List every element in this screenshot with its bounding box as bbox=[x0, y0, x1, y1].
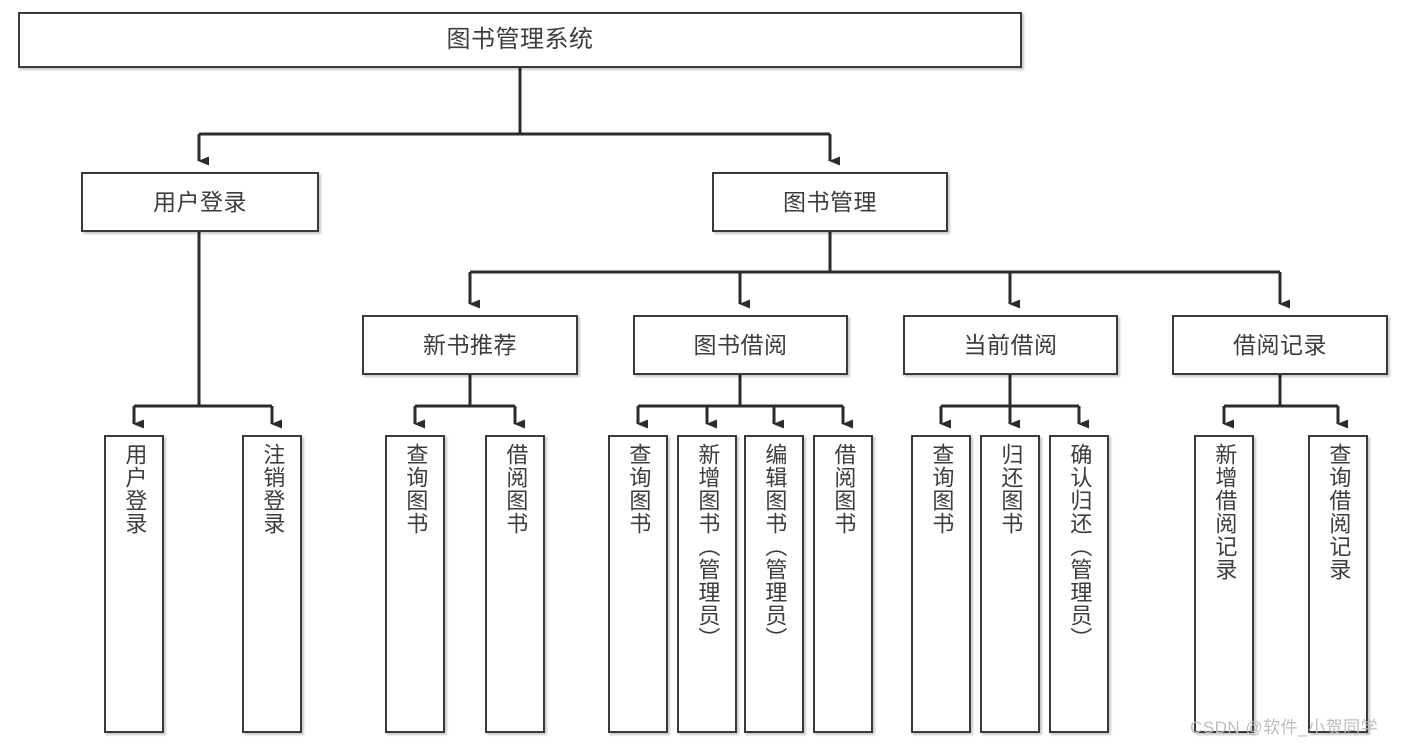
node-label: 借阅图书 bbox=[503, 443, 529, 535]
node-borrow-record[interactable]: 借阅记录 bbox=[1172, 315, 1388, 375]
leaf-return-book[interactable]: 归还图书 bbox=[980, 435, 1040, 733]
node-label: 确认归还（管理员） bbox=[1067, 443, 1093, 650]
node-label: 新增借阅记录 bbox=[1212, 443, 1238, 581]
leaf-add-borrow-record[interactable]: 新增借阅记录 bbox=[1194, 435, 1254, 733]
leaf-query-borrow-record[interactable]: 查询借阅记录 bbox=[1308, 435, 1368, 733]
node-label: 用户登录 bbox=[153, 188, 247, 215]
node-label: 用户登录 bbox=[122, 443, 148, 535]
node-label: 借阅记录 bbox=[1233, 331, 1327, 358]
node-label: 查询图书 bbox=[403, 443, 429, 535]
node-user-login[interactable]: 用户登录 bbox=[81, 172, 319, 232]
leaf-borrow-book-borrow[interactable]: 借阅图书 bbox=[813, 435, 873, 733]
node-book-borrow[interactable]: 图书借阅 bbox=[633, 315, 848, 375]
leaf-add-book-admin[interactable]: 新增图书（管理员） bbox=[677, 435, 737, 733]
leaf-query-book-current[interactable]: 查询图书 bbox=[911, 435, 971, 733]
node-label: 图书管理 bbox=[783, 188, 877, 215]
node-label: 图书借阅 bbox=[693, 331, 788, 358]
leaf-query-book-borrow[interactable]: 查询图书 bbox=[608, 435, 668, 733]
node-label: 查询图书 bbox=[626, 443, 652, 535]
node-label: 新书推荐 bbox=[423, 331, 517, 358]
node-label: 当前借阅 bbox=[963, 331, 1058, 358]
leaf-logout-login[interactable]: 注销登录 bbox=[242, 435, 302, 733]
node-label: 编辑图书（管理员） bbox=[762, 443, 788, 650]
node-label: 查询图书 bbox=[929, 443, 955, 535]
node-label: 借阅图书 bbox=[831, 443, 857, 535]
leaf-borrow-book-recommend[interactable]: 借阅图书 bbox=[485, 435, 545, 733]
node-current-borrow[interactable]: 当前借阅 bbox=[903, 315, 1118, 375]
leaf-confirm-return-admin[interactable]: 确认归还（管理员） bbox=[1049, 435, 1109, 733]
leaf-edit-book-admin[interactable]: 编辑图书（管理员） bbox=[744, 435, 804, 733]
node-label: 新增图书（管理员） bbox=[695, 443, 721, 650]
node-label: 图书管理系统 bbox=[446, 26, 594, 54]
node-label: 归还图书 bbox=[998, 443, 1024, 535]
node-label: 注销登录 bbox=[260, 443, 286, 535]
node-book-manage[interactable]: 图书管理 bbox=[712, 172, 948, 232]
leaf-user-login[interactable]: 用户登录 bbox=[104, 435, 164, 733]
node-root-book-management-system[interactable]: 图书管理系统 bbox=[18, 12, 1022, 68]
watermark: CSDN @软件_小贺同学 bbox=[1190, 718, 1379, 737]
node-new-book-recommend[interactable]: 新书推荐 bbox=[362, 315, 578, 375]
leaf-query-book-recommend[interactable]: 查询图书 bbox=[385, 435, 445, 733]
node-label: 查询借阅记录 bbox=[1326, 443, 1352, 581]
